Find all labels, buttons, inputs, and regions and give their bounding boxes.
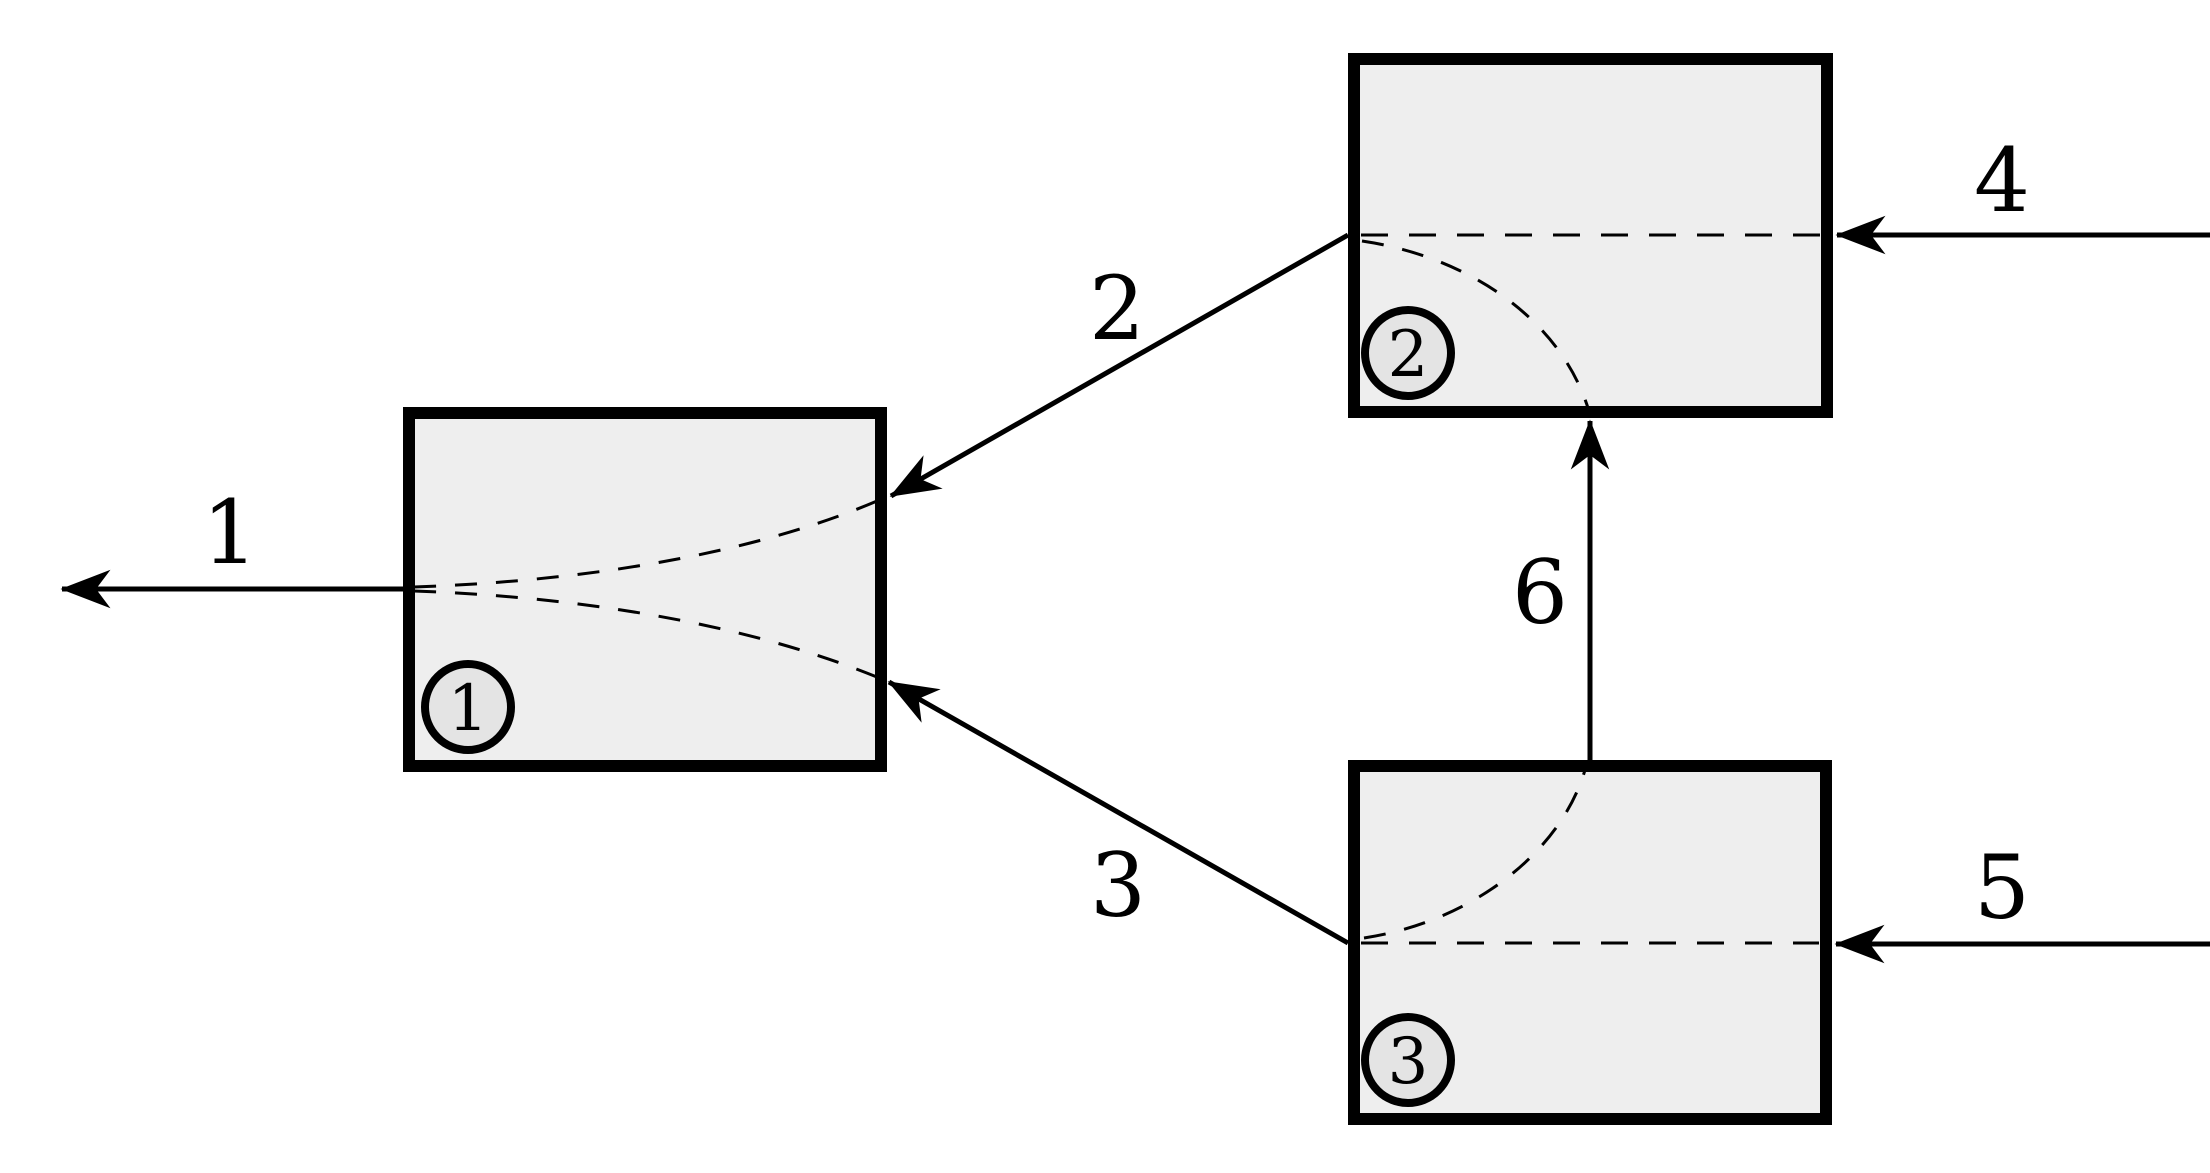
stream-1-label: 1 <box>202 481 258 584</box>
unit-1-badge-circle <box>421 660 515 754</box>
unit-2-badge-circle <box>1361 306 1455 400</box>
unit-1-badge: 1 <box>421 660 515 754</box>
unit-3-badge-circle <box>1361 1013 1455 1107</box>
stream-3-label: 3 <box>1090 834 1146 937</box>
unit-2-curved-streamline <box>1361 239 1590 409</box>
stream-2-arrow <box>889 232 1350 499</box>
unit-3-curved-streamline <box>1363 769 1587 940</box>
unit-1-upper-streamline <box>413 496 885 589</box>
unit-3-badge-label: 3 <box>1388 1025 1429 1099</box>
stream-6-label: 6 <box>1512 541 1568 644</box>
unit-2-badge: 2 <box>1361 306 1455 400</box>
unit-1-lower-streamline <box>413 589 885 682</box>
stream-3-arrow <box>887 679 1350 946</box>
unit-3-badge: 3 <box>1361 1013 1455 1107</box>
stream-5-label: 5 <box>1974 836 2030 939</box>
unit-2-badge-label: 2 <box>1388 318 1429 392</box>
stream-4-label: 4 <box>1974 129 2030 232</box>
stream-2-label: 2 <box>1089 257 1145 360</box>
unit-1-badge-label: 1 <box>448 672 489 746</box>
